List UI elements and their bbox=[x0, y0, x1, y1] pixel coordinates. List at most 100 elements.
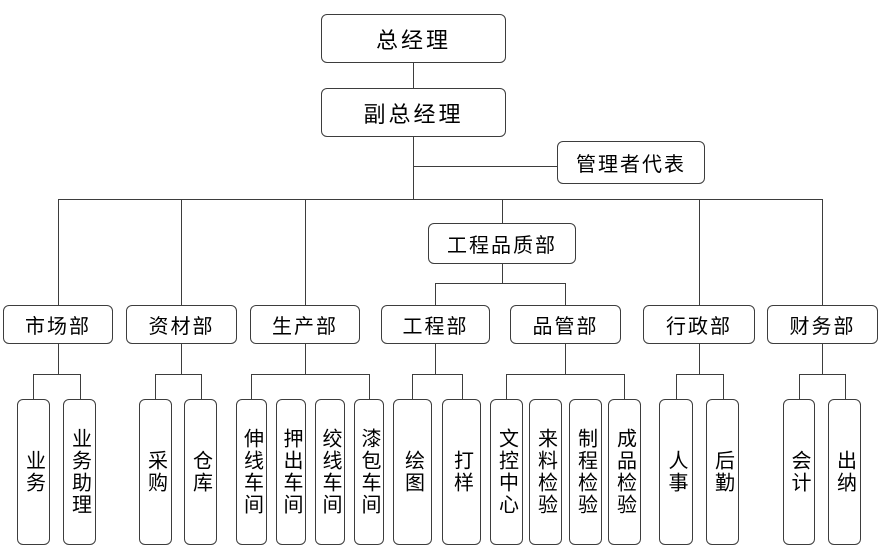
connector-line bbox=[181, 199, 182, 305]
node-wire-drawing-workshop: 伸线车间 bbox=[236, 399, 267, 545]
node-dept-quality: 品管部 bbox=[510, 305, 621, 344]
node-label: 出纳 bbox=[833, 450, 856, 494]
connector-line bbox=[33, 374, 80, 375]
node-accounting: 会计 bbox=[783, 399, 815, 545]
connector-line bbox=[723, 374, 724, 399]
connector-line bbox=[435, 283, 565, 284]
connector-line bbox=[435, 344, 436, 374]
connector-line bbox=[80, 374, 81, 399]
node-engineering-quality-dept: 工程品质部 bbox=[428, 223, 576, 264]
connector-line bbox=[565, 344, 566, 374]
node-deputy-general-manager: 副总经理 bbox=[321, 88, 506, 137]
node-label: 仓库 bbox=[189, 450, 212, 494]
node-label: 总经理 bbox=[375, 27, 451, 53]
node-label: 人事 bbox=[665, 450, 687, 494]
node-dept-finance: 财务部 bbox=[767, 305, 878, 344]
node-incoming-inspection: 来料检验 bbox=[529, 399, 562, 545]
connector-line bbox=[412, 374, 413, 399]
node-label: 工程部 bbox=[402, 316, 469, 338]
node-label: 品管部 bbox=[532, 316, 599, 338]
node-general-manager: 总经理 bbox=[321, 14, 506, 63]
node-extrusion-workshop: 押出车间 bbox=[276, 399, 306, 545]
connector-line bbox=[676, 374, 723, 375]
node-label: 资材部 bbox=[148, 316, 215, 338]
node-doc-control-center: 文控中心 bbox=[490, 399, 523, 545]
connector-line bbox=[502, 199, 503, 223]
connector-line bbox=[822, 344, 823, 374]
node-label: 采购 bbox=[144, 450, 167, 494]
node-label: 副总经理 bbox=[363, 101, 464, 127]
node-label: 伸线车间 bbox=[240, 428, 263, 516]
node-dept-materials: 资材部 bbox=[126, 305, 237, 344]
connector-line bbox=[251, 374, 252, 399]
connector-line bbox=[699, 199, 700, 305]
connector-line bbox=[33, 374, 34, 399]
connector-line bbox=[799, 374, 845, 375]
node-label: 来料检验 bbox=[534, 428, 557, 516]
connector-line bbox=[181, 344, 182, 374]
connector-line bbox=[699, 344, 700, 374]
node-purchasing: 采购 bbox=[139, 399, 172, 545]
node-process-inspection: 制程检验 bbox=[569, 399, 602, 545]
connector-line bbox=[506, 374, 624, 375]
connector-line bbox=[506, 374, 507, 399]
node-label: 打样 bbox=[450, 450, 473, 494]
node-hr: 人事 bbox=[659, 399, 693, 545]
node-label: 押出车间 bbox=[280, 428, 302, 516]
connector-line bbox=[822, 199, 823, 305]
node-logistics: 后勤 bbox=[706, 399, 739, 545]
connector-line bbox=[565, 283, 566, 305]
node-label: 市场部 bbox=[25, 316, 91, 338]
node-label: 绘图 bbox=[401, 450, 424, 494]
node-dept-admin: 行政部 bbox=[643, 305, 755, 344]
connector-line bbox=[413, 63, 414, 88]
node-warehouse: 仓库 bbox=[184, 399, 217, 545]
node-management-representative: 管理者代表 bbox=[557, 141, 705, 184]
connector-line bbox=[845, 374, 846, 399]
node-cashier: 出纳 bbox=[828, 399, 861, 545]
node-label: 财务部 bbox=[789, 316, 856, 338]
node-label: 会计 bbox=[788, 450, 810, 494]
node-dept-production: 生产部 bbox=[250, 305, 360, 344]
connector-line bbox=[502, 264, 503, 283]
node-label: 业务 bbox=[22, 450, 45, 494]
connector-line bbox=[58, 344, 59, 374]
connector-line bbox=[305, 344, 306, 374]
node-sampling: 打样 bbox=[442, 399, 481, 545]
node-label: 成品检验 bbox=[613, 428, 636, 516]
node-drafting: 绘图 bbox=[393, 399, 432, 545]
connector-line bbox=[624, 374, 625, 399]
node-stranding-workshop: 绞线车间 bbox=[315, 399, 345, 545]
connector-line bbox=[413, 137, 414, 199]
node-label: 工程品质部 bbox=[447, 235, 557, 257]
connector-line bbox=[413, 166, 557, 167]
node-sales: 业务 bbox=[17, 399, 50, 545]
connector-line bbox=[251, 374, 369, 375]
node-label: 管理者代表 bbox=[576, 154, 686, 176]
connector-line bbox=[201, 374, 202, 399]
node-label: 文控中心 bbox=[495, 428, 518, 516]
node-dept-engineering: 工程部 bbox=[381, 305, 490, 344]
connector-line bbox=[155, 374, 156, 399]
node-label: 生产部 bbox=[272, 316, 338, 338]
connector-line bbox=[58, 199, 59, 305]
connector-line bbox=[58, 199, 823, 200]
connector-line bbox=[676, 374, 677, 399]
node-label: 制程检验 bbox=[574, 428, 597, 516]
connector-line bbox=[305, 199, 306, 305]
node-sales-assistant: 业务助理 bbox=[63, 399, 96, 545]
connector-line bbox=[155, 374, 201, 375]
node-label: 行政部 bbox=[666, 316, 732, 338]
node-label: 后勤 bbox=[711, 450, 734, 494]
connector-line bbox=[435, 283, 436, 305]
node-label: 漆包车间 bbox=[358, 428, 380, 516]
node-dept-marketing: 市场部 bbox=[3, 305, 113, 344]
connector-line bbox=[462, 374, 463, 399]
connector-line bbox=[369, 374, 370, 399]
connector-line bbox=[799, 374, 800, 399]
node-label: 业务助理 bbox=[68, 428, 91, 516]
node-final-inspection: 成品检验 bbox=[608, 399, 641, 545]
connector-line bbox=[412, 374, 462, 375]
node-enameling-workshop: 漆包车间 bbox=[354, 399, 384, 545]
